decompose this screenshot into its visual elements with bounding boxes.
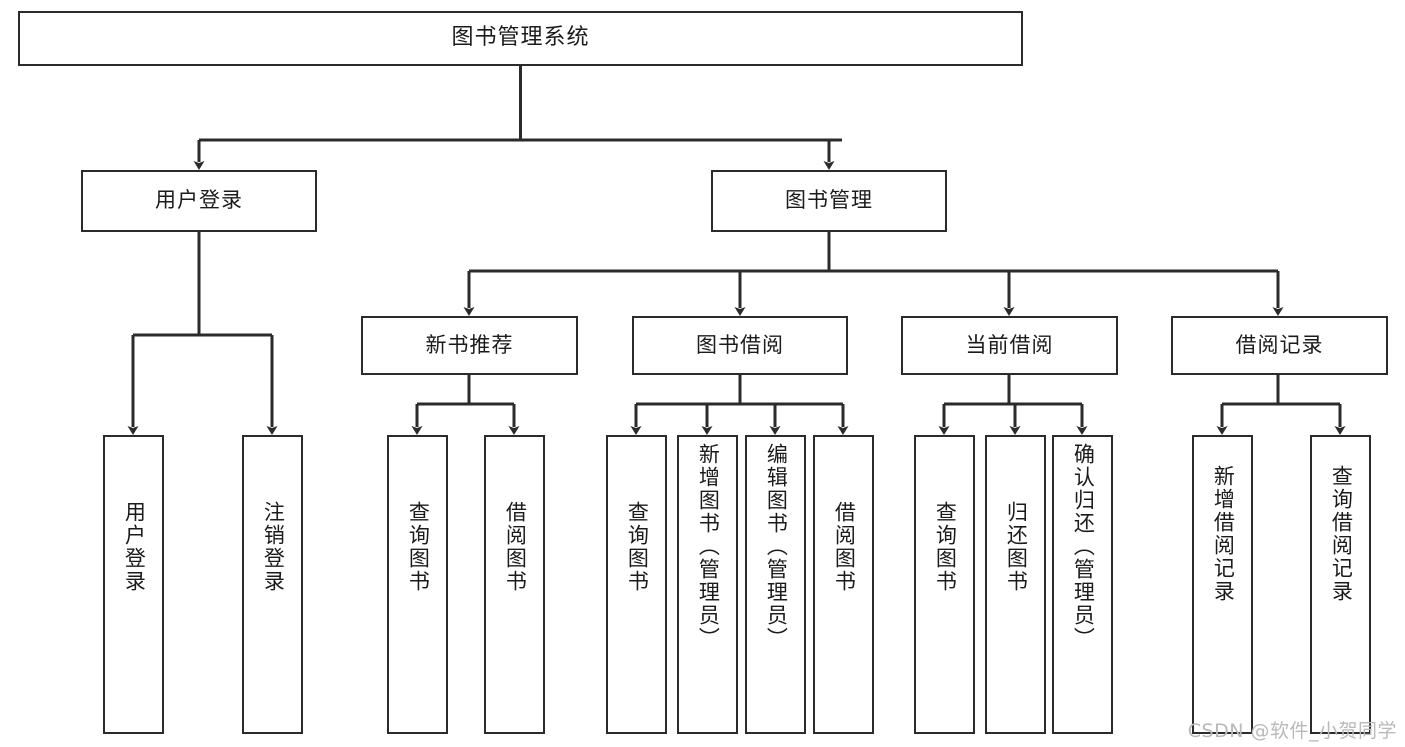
leaf-query-book-recommend-label: 查询图书	[406, 501, 431, 593]
node-current-borrow[interactable]: 当前借阅	[901, 316, 1118, 375]
leaf-add-book-admin[interactable]: 新增图书（管理员）	[677, 435, 738, 734]
node-new-book-recommend[interactable]: 新书推荐	[361, 316, 578, 375]
leaf-return-book-label: 归还图书	[1004, 501, 1029, 593]
node-new-book-recommend-label: 新书推荐	[425, 332, 514, 357]
node-root[interactable]: 图书管理系统	[18, 11, 1023, 66]
node-book-management-label: 图书管理	[785, 188, 873, 213]
node-book-borrow[interactable]: 图书借阅	[632, 316, 848, 375]
leaf-edit-book-admin-label: 编辑图书（管理员）	[764, 443, 789, 650]
leaf-user-login[interactable]: 用户登录	[103, 435, 164, 734]
leaf-query-borrow-record[interactable]: 查询借阅记录	[1310, 435, 1371, 734]
leaf-borrow-book[interactable]: 借阅图书	[813, 435, 874, 734]
node-user-login-label: 用户登录	[155, 188, 243, 213]
leaf-edit-book-admin[interactable]: 编辑图书（管理员）	[745, 435, 806, 734]
node-root-label: 图书管理系统	[451, 25, 590, 51]
leaf-query-borrow-record-label: 查询借阅记录	[1329, 465, 1354, 603]
leaf-add-borrow-record-label: 新增借阅记录	[1211, 465, 1236, 603]
node-book-borrow-label: 图书借阅	[696, 332, 784, 357]
leaf-logout-label: 注销登录	[261, 501, 286, 593]
leaf-confirm-return-admin[interactable]: 确认归还（管理员）	[1052, 435, 1113, 734]
node-borrow-record[interactable]: 借阅记录	[1171, 316, 1388, 375]
leaf-query-book-borrow-label: 查询图书	[625, 501, 650, 593]
leaf-query-book-borrow[interactable]: 查询图书	[606, 435, 667, 734]
csdn-watermark: CSDN @软件_小贺同学	[1187, 720, 1397, 742]
leaf-logout[interactable]: 注销登录	[242, 435, 303, 734]
leaf-query-book-current-label: 查询图书	[933, 501, 958, 593]
leaf-add-book-admin-label: 新增图书（管理员）	[696, 443, 721, 650]
leaf-borrow-book-recommend-label: 借阅图书	[503, 501, 528, 593]
leaf-query-book-recommend[interactable]: 查询图书	[387, 435, 448, 734]
leaf-add-borrow-record[interactable]: 新增借阅记录	[1192, 435, 1253, 734]
node-user-login[interactable]: 用户登录	[81, 170, 317, 232]
leaf-query-book-current[interactable]: 查询图书	[914, 435, 975, 734]
leaf-return-book[interactable]: 归还图书	[985, 435, 1046, 734]
node-borrow-record-label: 借阅记录	[1235, 332, 1324, 357]
node-current-borrow-label: 当前借阅	[965, 332, 1054, 357]
leaf-confirm-return-admin-label: 确认归还（管理员）	[1071, 443, 1096, 650]
leaf-borrow-book-recommend[interactable]: 借阅图书	[484, 435, 545, 734]
node-book-management[interactable]: 图书管理	[711, 170, 947, 232]
leaf-borrow-book-label: 借阅图书	[832, 501, 857, 593]
leaf-user-login-label: 用户登录	[122, 501, 147, 593]
